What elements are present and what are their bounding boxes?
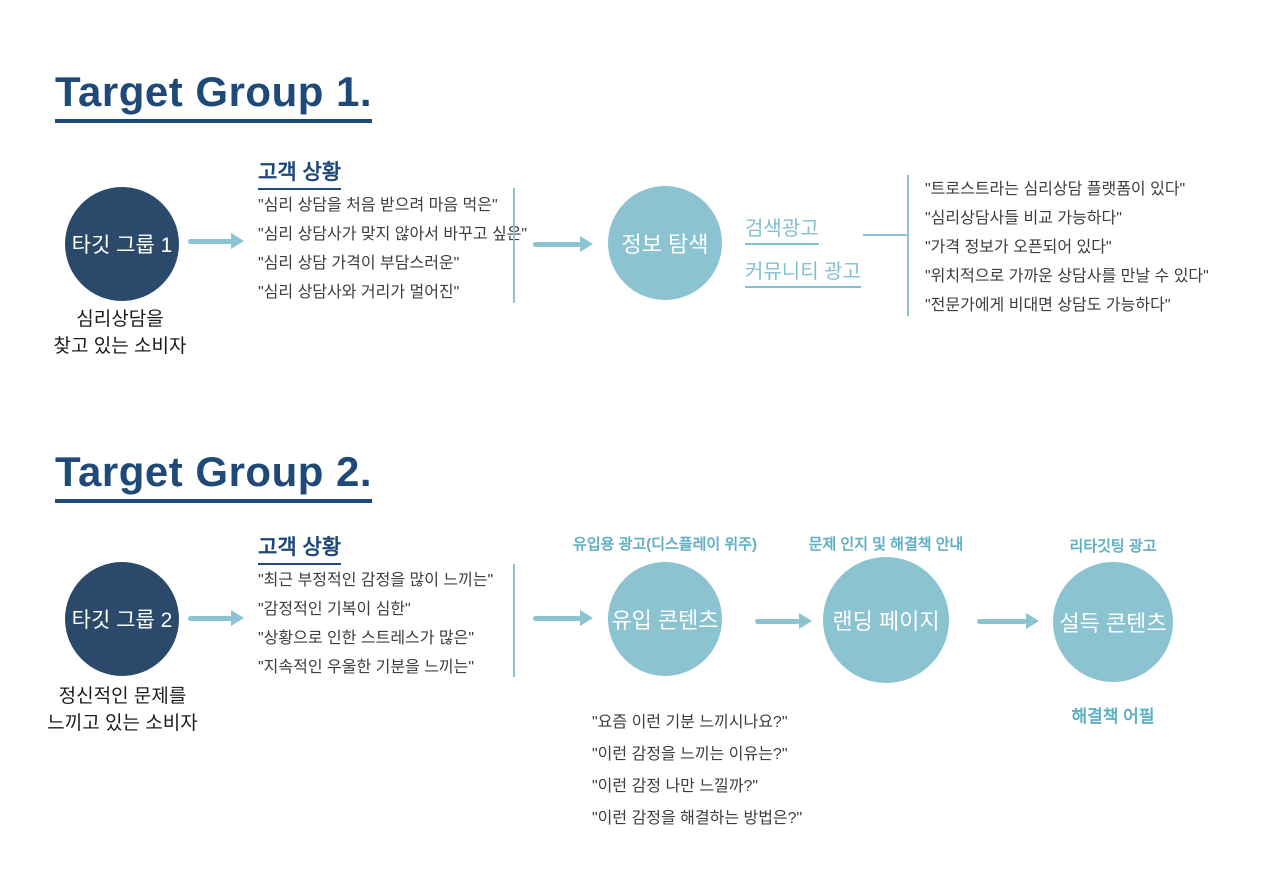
situation-quote: "감정적인 기복이 심한"	[258, 600, 411, 618]
funnel-circle-label: 유입 콘텐츠	[611, 608, 719, 633]
insight-quote: "트로스트라는 심리상담 플랫폼이 있다"	[925, 180, 1186, 198]
situation-quote: "심리 상담 가격이 부담스러운"	[258, 254, 460, 272]
hook-question: "요즘 이런 기분 느끼시나요?"	[592, 714, 788, 731]
hook-question-quotes: "요즘 이런 기분 느끼시나요?" "이런 감정을 느끼는 이유는?" "이런 …	[592, 704, 802, 832]
arrow-shaft	[977, 618, 1027, 624]
insight-quote: "전문가에게 비대면 상담도 가능하다"	[925, 296, 1171, 314]
arrow-persona2-to-situation	[188, 610, 244, 626]
arrow-inflow-to-landing	[755, 613, 812, 629]
arrow-shaft	[188, 615, 232, 621]
funnel-label-below-persuasion: 해결책 어필	[1071, 707, 1155, 726]
arrow-persona1-to-situation	[188, 233, 244, 249]
arrow-head-icon	[580, 236, 593, 252]
arrow-head-icon	[231, 610, 244, 626]
persona-circle-1-label: 타깃 그룹 1	[71, 234, 173, 257]
arrow-shaft	[188, 238, 232, 244]
hook-question: "이런 감정 나만 느낄까?"	[592, 778, 759, 795]
arrow-head-icon	[799, 613, 812, 629]
situation-quote: "지속적인 우울한 기분을 느끼는"	[258, 658, 475, 676]
funnel-label-above-landing: 문제 인지 및 해결책 안내	[808, 536, 964, 553]
hook-question: "이런 감정을 느끼는 이유는?"	[592, 746, 788, 763]
situation-quotes-2: "최근 부정적인 감정을 많이 느끼는" "감정적인 기복이 심한" "상황으로…	[258, 563, 493, 679]
group2-title: Target Group 2.	[55, 448, 373, 504]
situation-divider-line-2	[513, 564, 515, 677]
situation-divider-line-1	[513, 188, 515, 303]
arrow-situation1-to-stage	[533, 236, 593, 252]
funnel-circle-label: 설득 콘텐츠	[1059, 611, 1167, 636]
insight-quotes: "트로스트라는 심리상담 플랫폼이 있다" "심리상담사들 비교 가능하다" "…	[925, 172, 1209, 317]
persona-caption-2: 정신적인 문제를 느끼고 있는 소비자	[47, 686, 198, 734]
arrow-landing-to-persuasion	[977, 613, 1039, 629]
situation-quotes-1: "심리 상담을 처음 받으려 마음 먹은" "심리 상담사가 맞지 않아서 바꾸…	[258, 188, 527, 304]
channel-link-community-ads[interactable]: 커뮤니티 광고	[745, 255, 861, 288]
insights-divider-line	[907, 175, 909, 316]
funnel-circle-label: 랜딩 페이지	[832, 609, 940, 634]
stage-circle-info-search: 정보 탐색	[608, 186, 722, 300]
funnel-label-above-inflow: 유입용 광고(디스플레이 위주)	[573, 536, 757, 553]
funnel-circle-persuasion-content: 설득 콘텐츠	[1053, 562, 1173, 682]
insight-quote: "심리상담사들 비교 가능하다"	[925, 209, 1122, 227]
arrow-shaft	[755, 618, 800, 624]
funnel-circle-landing-page: 랜딩 페이지	[823, 557, 949, 683]
arrow-shaft	[533, 241, 581, 247]
persona-circle-2: 타깃 그룹 2	[65, 562, 179, 676]
stage-circle-label: 정보 탐색	[621, 232, 709, 257]
situation-quote: "심리 상담사가 맞지 않아서 바꾸고 싶은"	[258, 225, 528, 243]
situation-header-1: 고객 상황	[258, 156, 342, 190]
situation-quote: "심리 상담을 처음 받으려 마음 먹은"	[258, 196, 498, 214]
arrow-shaft	[533, 615, 581, 621]
insight-quote: "가격 정보가 오픈되어 있다"	[925, 238, 1112, 256]
situation-quote: "심리 상담사와 거리가 멀어진"	[258, 283, 460, 301]
situation-header-2: 고객 상황	[258, 531, 342, 565]
arrow-head-icon	[1026, 613, 1039, 629]
arrow-head-icon	[231, 233, 244, 249]
funnel-label-above-persuasion: 리타깃팅 광고	[1069, 538, 1157, 555]
group1-title: Target Group 1.	[55, 68, 373, 124]
funnel-circle-inflow-content: 유입 콘텐츠	[608, 562, 722, 676]
arrow-head-icon	[580, 610, 593, 626]
hook-question: "이런 감정을 해결하는 방법은?"	[592, 810, 803, 827]
situation-quote: "상황으로 인한 스트레스가 많은"	[258, 629, 475, 647]
persona-circle-2-label: 타깃 그룹 2	[71, 609, 173, 632]
channel-link-search-ads[interactable]: 검색광고	[745, 212, 819, 245]
connector-line	[863, 234, 907, 236]
situation-quote: "최근 부정적인 감정을 많이 느끼는"	[258, 571, 494, 589]
insight-quote: "위치적으로 가까운 상담사를 만날 수 있다"	[925, 267, 1209, 285]
arrow-situation2-to-funnel	[533, 610, 593, 626]
persona-circle-1: 타깃 그룹 1	[65, 187, 179, 301]
persona-caption-1: 심리상담을 찾고 있는 소비자	[53, 309, 187, 357]
